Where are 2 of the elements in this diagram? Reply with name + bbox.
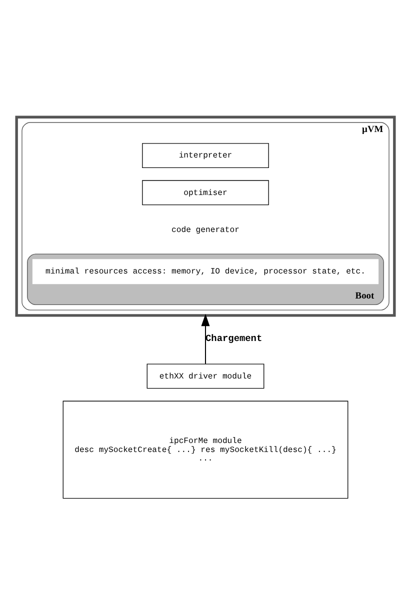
arrow [201,313,210,364]
edge-label: Chargement [206,332,262,344]
